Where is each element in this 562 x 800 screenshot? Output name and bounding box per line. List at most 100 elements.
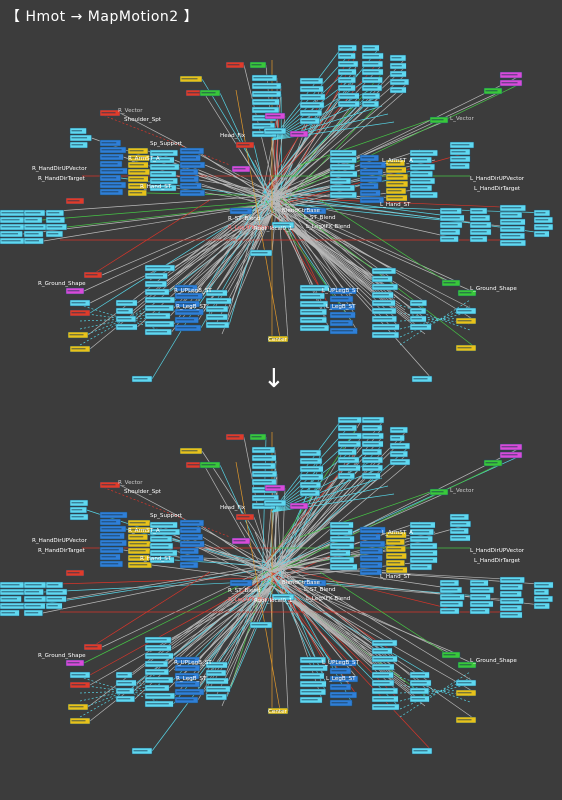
graph-node[interactable] — [483, 459, 503, 467]
graph-node[interactable] — [127, 547, 151, 555]
graph-node[interactable] — [231, 537, 251, 545]
graph-node[interactable] — [45, 209, 65, 217]
graph-node[interactable] — [99, 546, 124, 554]
graph-node[interactable] — [533, 216, 553, 224]
graph-node[interactable] — [23, 216, 43, 224]
graph-node[interactable] — [329, 170, 358, 178]
graph-node[interactable] — [149, 549, 178, 557]
graph-node[interactable] — [144, 296, 176, 304]
graph-node[interactable] — [299, 465, 324, 473]
graph-node[interactable] — [385, 187, 407, 195]
graph-node[interactable] — [329, 659, 357, 667]
graph-node[interactable] — [179, 175, 199, 183]
graph-node[interactable] — [371, 283, 399, 291]
graph-node[interactable] — [144, 304, 174, 312]
graph-node[interactable] — [385, 545, 406, 553]
graph-node[interactable] — [371, 647, 393, 655]
graph-node[interactable] — [457, 661, 477, 669]
graph-node[interactable] — [263, 499, 287, 507]
graph-node[interactable] — [127, 561, 152, 569]
graph-node[interactable] — [359, 182, 379, 190]
graph-node[interactable] — [149, 170, 177, 178]
graph-node[interactable] — [469, 579, 489, 587]
graph-node[interactable] — [115, 679, 137, 687]
graph-node[interactable] — [337, 416, 362, 424]
graph-node[interactable] — [127, 540, 152, 548]
graph-node[interactable] — [361, 52, 384, 60]
graph-node[interactable] — [83, 271, 103, 279]
graph-node[interactable] — [385, 180, 409, 188]
graph-node[interactable] — [329, 683, 352, 691]
graph-node[interactable] — [0, 230, 23, 238]
graph-node[interactable] — [99, 532, 125, 540]
graph-node[interactable] — [337, 44, 357, 52]
graph-node[interactable] — [174, 680, 200, 688]
graph-node[interactable] — [389, 78, 410, 86]
graph-node[interactable] — [0, 595, 22, 603]
graph-node[interactable] — [409, 556, 438, 564]
graph-node[interactable] — [69, 681, 91, 689]
graph-node[interactable] — [249, 249, 273, 257]
graph-node[interactable] — [499, 451, 523, 459]
graph-node[interactable] — [179, 182, 202, 190]
graph-node[interactable] — [127, 533, 148, 541]
graph-node[interactable] — [251, 90, 282, 98]
graph-node[interactable] — [329, 303, 356, 311]
graph-node[interactable] — [174, 284, 198, 292]
graph-node[interactable] — [251, 462, 276, 470]
graph-node[interactable] — [337, 432, 362, 440]
graph-node[interactable] — [205, 313, 228, 321]
graph-node[interactable] — [251, 106, 280, 114]
graph-node[interactable] — [69, 141, 88, 149]
graph-node[interactable] — [149, 521, 178, 529]
graph-node[interactable] — [483, 87, 503, 95]
graph-node[interactable] — [329, 528, 353, 536]
graph-node[interactable] — [499, 218, 526, 226]
graph-node[interactable] — [337, 100, 360, 108]
graph-node[interactable] — [225, 61, 245, 69]
graph-node[interactable] — [45, 602, 63, 610]
graph-node[interactable] — [337, 60, 359, 68]
graph-node[interactable] — [83, 643, 103, 651]
graph-node[interactable] — [409, 156, 432, 164]
graph-node[interactable] — [229, 579, 253, 587]
graph-node[interactable] — [99, 560, 123, 568]
graph-node[interactable] — [299, 664, 328, 672]
graph-node[interactable] — [409, 542, 438, 550]
graph-node[interactable] — [23, 588, 44, 596]
graph-node[interactable] — [179, 540, 205, 548]
graph-node[interactable] — [149, 156, 175, 164]
graph-node[interactable] — [0, 581, 25, 589]
graph-node[interactable] — [299, 324, 330, 332]
graph-node[interactable] — [174, 324, 202, 332]
graph-node[interactable] — [144, 668, 169, 676]
graph-node[interactable] — [299, 284, 330, 292]
graph-node[interactable] — [455, 317, 477, 325]
graph-node[interactable] — [174, 656, 200, 664]
graph-node[interactable] — [199, 461, 221, 469]
graph-node[interactable] — [174, 672, 200, 680]
graph-node[interactable] — [23, 609, 43, 617]
graph-node[interactable] — [337, 68, 357, 76]
graph-node[interactable] — [457, 289, 477, 297]
graph-node[interactable] — [329, 295, 354, 303]
graph-node[interactable] — [99, 518, 121, 526]
graph-node[interactable] — [499, 590, 522, 598]
graph-node[interactable] — [449, 534, 471, 542]
graph-node[interactable] — [69, 345, 91, 353]
graph-node[interactable] — [174, 316, 199, 324]
graph-node[interactable] — [99, 139, 122, 147]
graph-node[interactable] — [149, 163, 180, 171]
graph-node[interactable] — [385, 566, 408, 574]
graph-node[interactable] — [361, 44, 380, 52]
graph-node[interactable] — [205, 693, 228, 701]
graph-node[interactable] — [361, 84, 383, 92]
graph-node[interactable] — [371, 331, 400, 339]
graph-node[interactable] — [127, 161, 149, 169]
graph-node[interactable] — [144, 684, 170, 692]
graph-node[interactable] — [299, 688, 327, 696]
graph-node[interactable] — [179, 147, 205, 155]
graph-node[interactable] — [371, 655, 398, 663]
graph-node[interactable] — [99, 181, 127, 189]
